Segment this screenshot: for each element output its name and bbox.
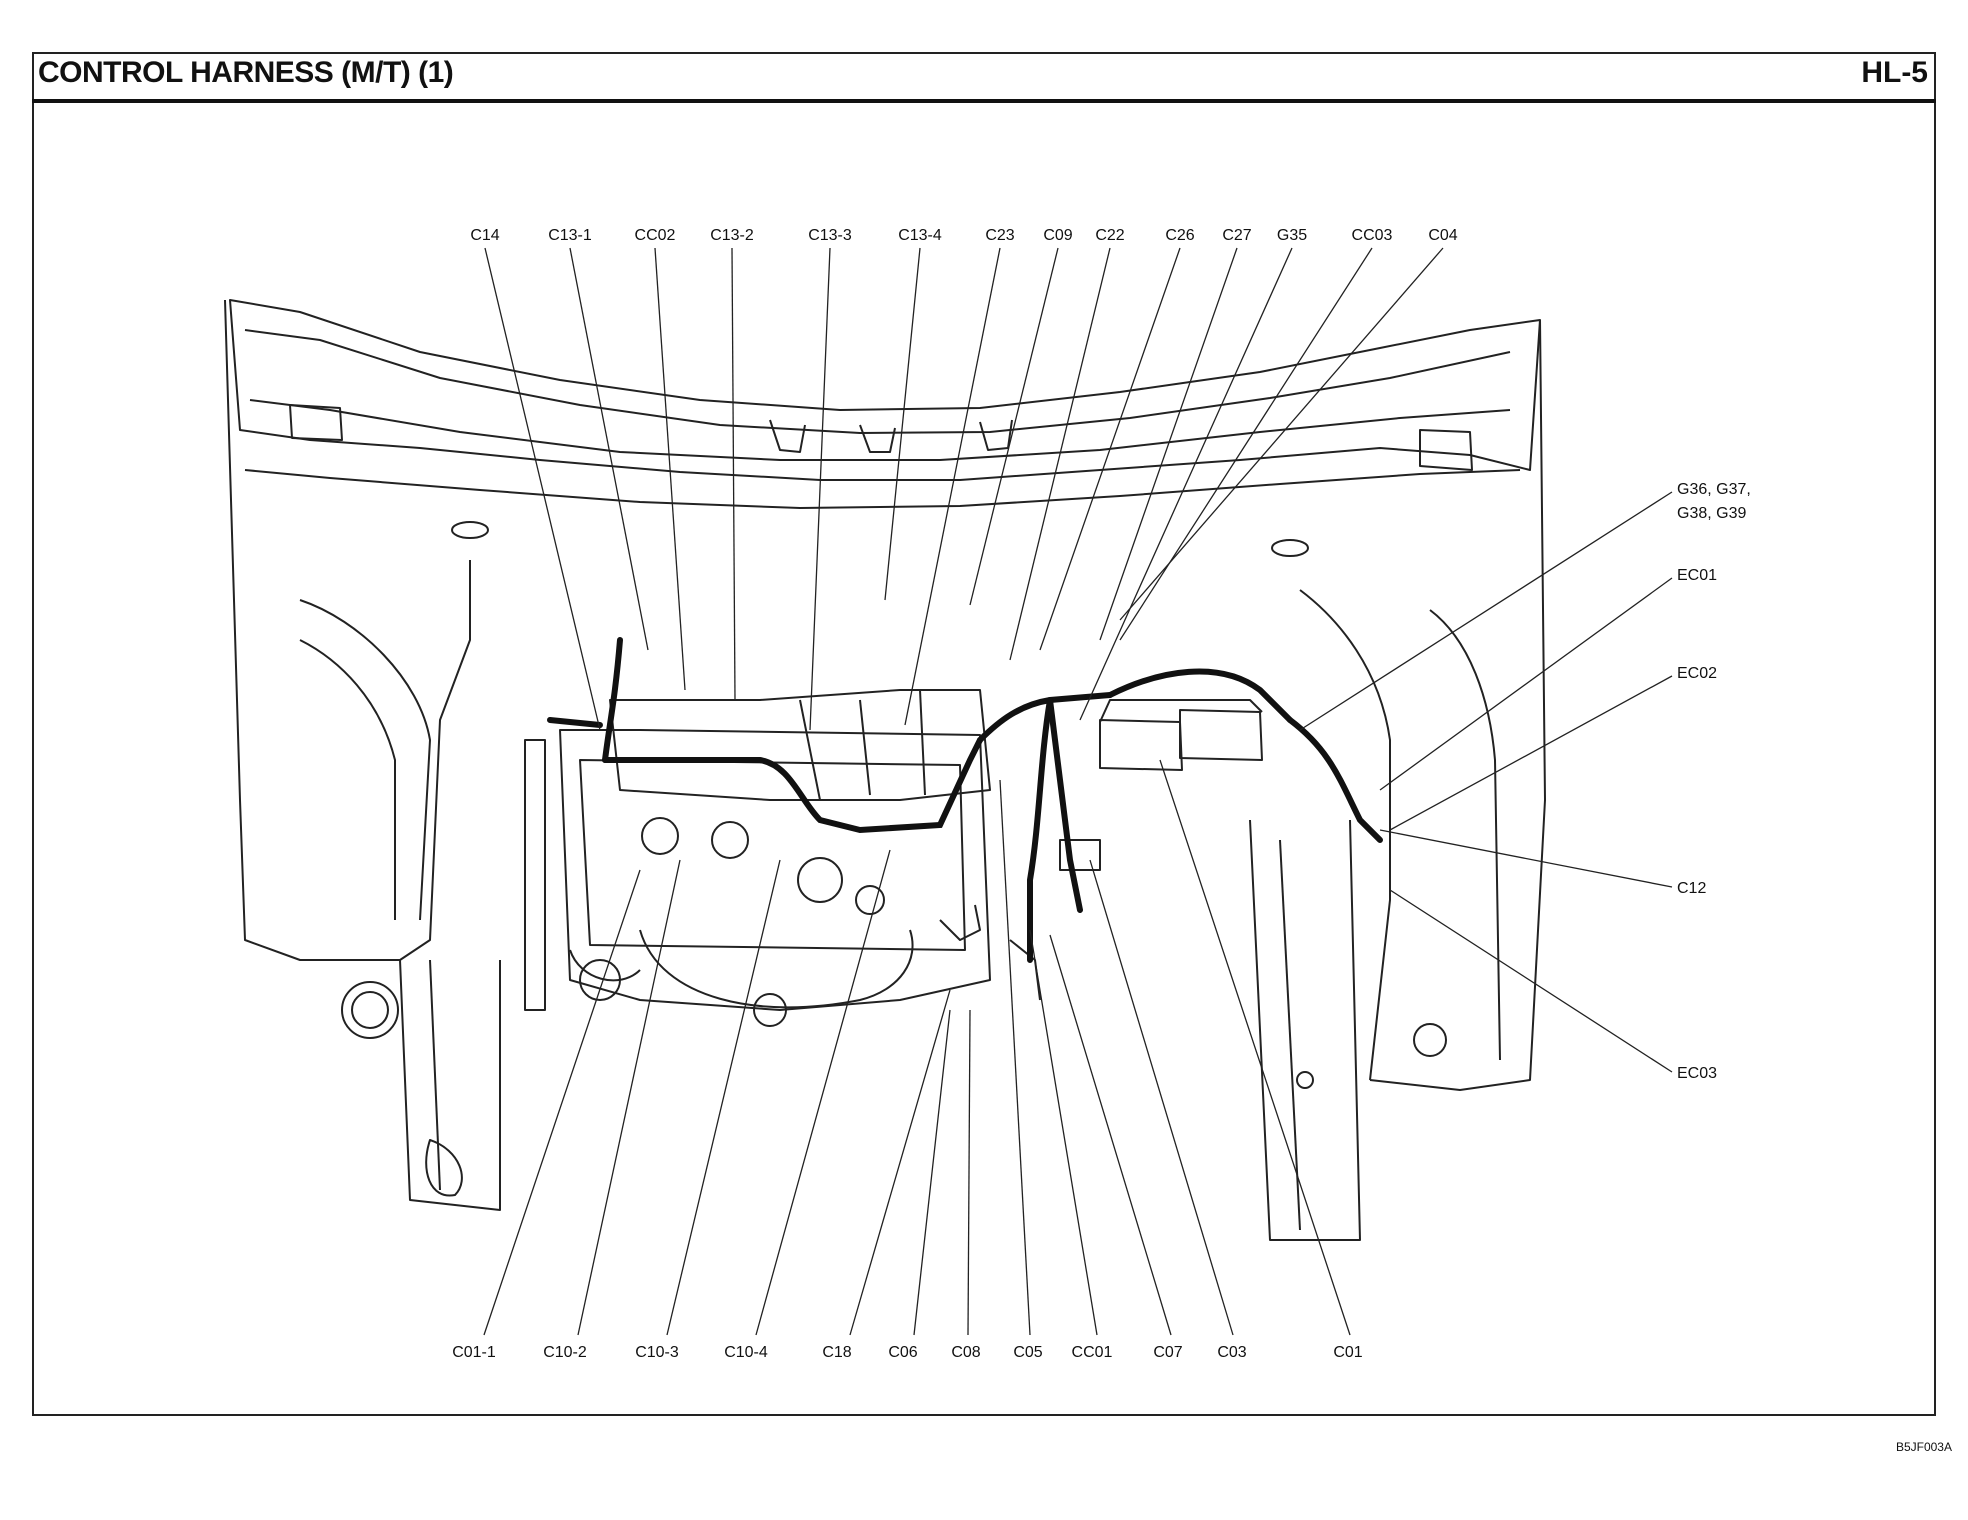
page-code: HL-5 bbox=[1861, 56, 1928, 89]
label-c03: C03 bbox=[1217, 1344, 1246, 1361]
label-g38-g39: G38, G39 bbox=[1677, 505, 1746, 522]
callout-labels-right: G36, G37, G38, G39 EC01 EC02 C12 EC03 bbox=[1677, 481, 1751, 1082]
label-c13-3: C13-3 bbox=[808, 227, 852, 244]
label-c14: C14 bbox=[470, 227, 499, 244]
label-c04: C04 bbox=[1428, 227, 1457, 244]
label-c27: C27 bbox=[1222, 227, 1251, 244]
label-c10-2: C10-2 bbox=[543, 1344, 587, 1361]
label-c23: C23 bbox=[985, 227, 1014, 244]
label-c12: C12 bbox=[1677, 880, 1706, 897]
label-c07: C07 bbox=[1153, 1344, 1182, 1361]
label-c09: C09 bbox=[1043, 227, 1072, 244]
harness-bundles bbox=[547, 637, 1383, 963]
label-c13-2: C13-2 bbox=[710, 227, 754, 244]
callout-labels-bottom: C01-1 C10-2 C10-3 C10-4 C18 C06 C08 C05 … bbox=[452, 1344, 1363, 1361]
label-c13-4: C13-4 bbox=[898, 227, 942, 244]
label-c22: C22 bbox=[1095, 227, 1124, 244]
figure-id: B5JF003A bbox=[1895, 1440, 1952, 1454]
label-ec02: EC02 bbox=[1677, 665, 1717, 682]
header-rule bbox=[32, 99, 1936, 103]
callout-labels-top: C14 C13-1 CC02 C13-2 C13-3 C13-4 C23 C09… bbox=[470, 227, 1457, 244]
label-ec01: EC01 bbox=[1677, 567, 1717, 584]
label-c10-4: C10-4 bbox=[724, 1344, 768, 1361]
label-cc02: CC02 bbox=[635, 227, 676, 244]
label-cc01: CC01 bbox=[1072, 1344, 1113, 1361]
label-c13-1: C13-1 bbox=[548, 227, 592, 244]
label-c05: C05 bbox=[1013, 1344, 1042, 1361]
label-g36-g37: G36, G37, bbox=[1677, 481, 1751, 498]
label-c18: C18 bbox=[822, 1344, 851, 1361]
page-title: CONTROL HARNESS (M/T) (1) bbox=[38, 56, 454, 89]
label-c06: C06 bbox=[888, 1344, 917, 1361]
label-cc03: CC03 bbox=[1352, 227, 1393, 244]
label-c26: C26 bbox=[1165, 227, 1194, 244]
leader-lines bbox=[483, 247, 1673, 1336]
label-c01: C01 bbox=[1333, 1344, 1362, 1361]
diagram-frame bbox=[32, 52, 1936, 1416]
label-ec03: EC03 bbox=[1677, 1065, 1717, 1082]
label-c08: C08 bbox=[951, 1344, 980, 1361]
engine-bay-drawing bbox=[224, 299, 1546, 1241]
label-c01-1: C01-1 bbox=[452, 1344, 496, 1361]
label-g35: G35 bbox=[1277, 227, 1307, 244]
label-c10-3: C10-3 bbox=[635, 1344, 679, 1361]
